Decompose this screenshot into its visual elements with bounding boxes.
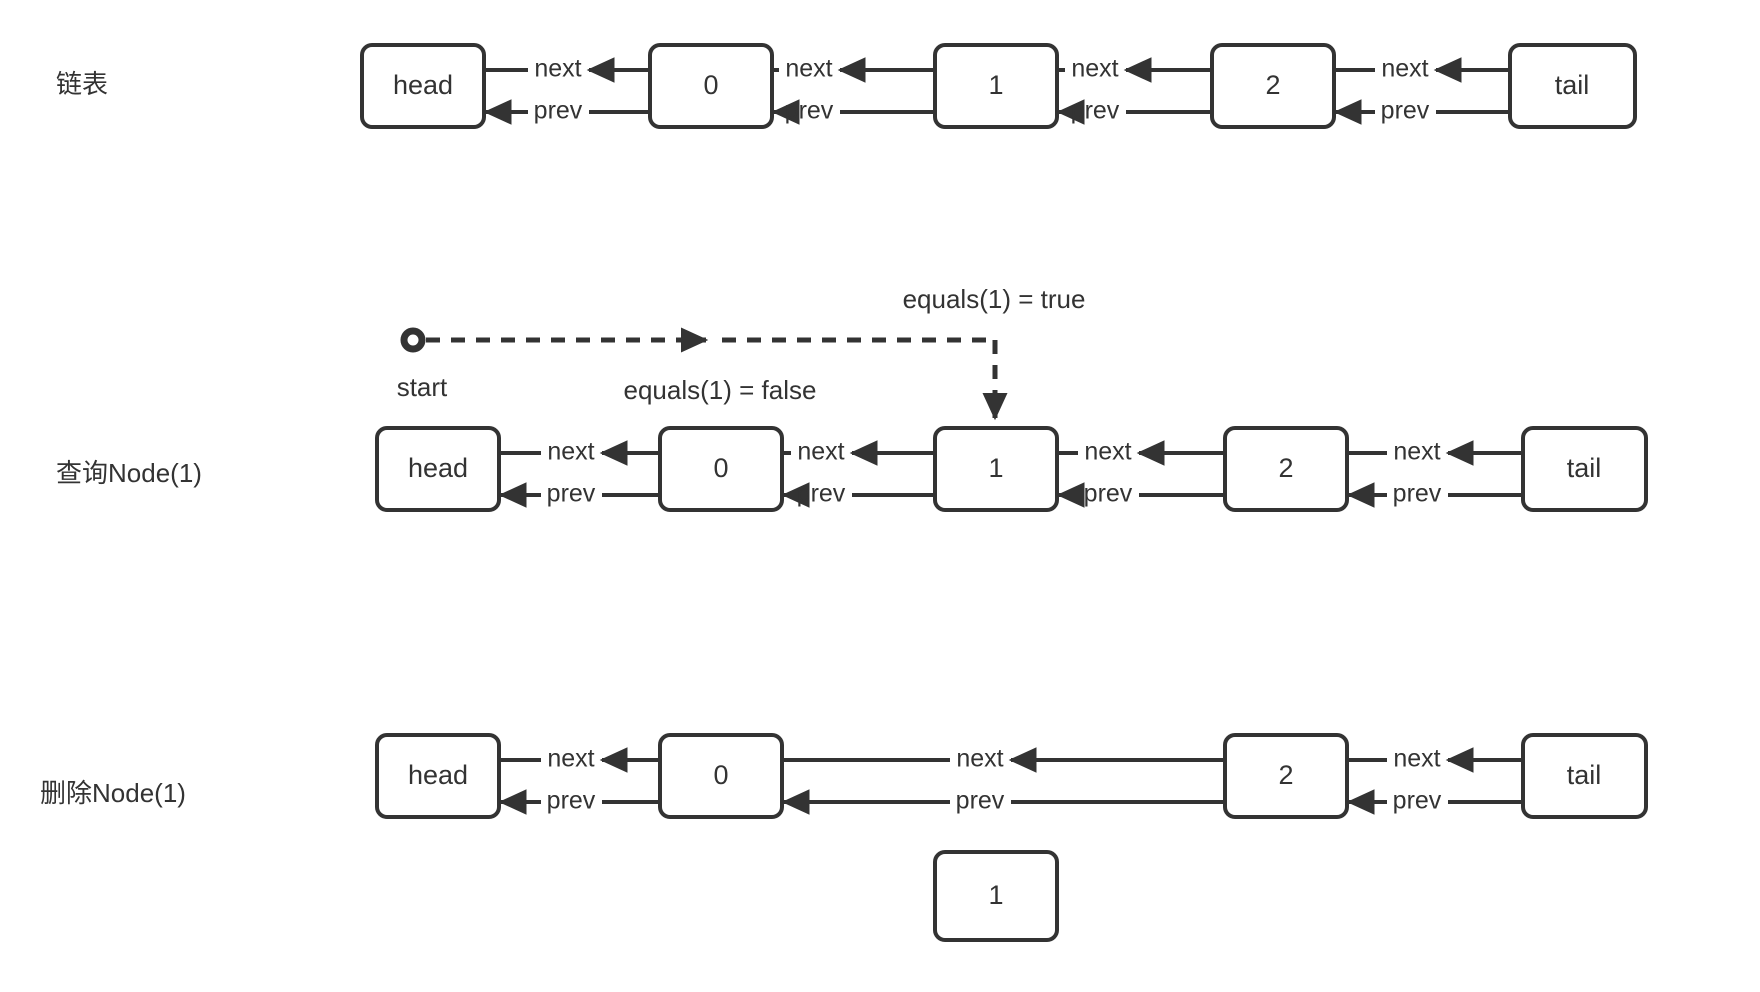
node-box [1521,426,1648,512]
node-text: 0 [713,760,728,790]
row-query-node: 查询Node(1) start equals(1) = false equals… [56,284,1648,512]
node-head-row1: head [360,43,486,129]
edge-1-2-row1: next prev [1056,55,1210,125]
node-box [658,426,784,512]
node-box [1223,733,1349,819]
row-label-query-node: 查询Node(1) [56,458,202,488]
start-point-icon [400,327,426,353]
edge-2-tail-row2: next prev [1346,438,1521,508]
node-text: 0 [713,453,728,483]
edge-label-prev: prev [1381,97,1430,125]
node-text: 2 [1265,70,1280,100]
edge-label-prev: prev [547,787,596,815]
node-box [1508,43,1637,129]
node-text: 0 [703,70,718,100]
node-head-row2: head [375,426,501,512]
node-text: 1 [988,453,1003,483]
edge-1-2-row2: next prev [1056,438,1223,508]
node-box [933,850,1059,942]
node-box [375,733,501,819]
equals-true-label: equals(1) = true [903,284,1086,314]
node-box [1210,43,1336,129]
node-text: tail [1555,70,1590,100]
edge-label-prev: prev [1393,480,1442,508]
node-box [933,43,1059,129]
node-box [648,43,774,129]
traversal-annotation: start equals(1) = false equals(1) = true [397,284,1086,421]
edge-0-1-row2: next prev [781,438,933,508]
edge-label-next: next [547,438,594,466]
edge-label-prev: prev [534,97,583,125]
edge-label-next: next [785,55,832,83]
row-delete-node: 删除Node(1) head 0 2 tail [40,733,1648,942]
node-text: head [408,453,468,483]
node-box [375,426,501,512]
node-text: 1 [988,880,1003,910]
edge-label-next: next [534,55,581,83]
node-2-row3: 2 [1223,733,1349,819]
node-head-row3: head [375,733,501,819]
node-tail-row3: tail [1521,733,1648,819]
node-text: 2 [1278,453,1293,483]
edge-label-prev: prev [785,97,834,125]
edge-label-prev: prev [797,480,846,508]
node-text: 1 [988,70,1003,100]
edge-label-next: next [1381,55,1428,83]
edge-0-2-row3: next prev [781,745,1223,815]
equals-false-label: equals(1) = false [624,375,817,405]
edge-head-0-row1: next prev [483,55,648,125]
edge-2-tail-row3: next prev [1346,745,1521,815]
node-0-row3: 0 [658,733,784,819]
node-detached-1-row3: 1 [933,850,1059,942]
node-box [933,426,1059,512]
node-0-row1: 0 [648,43,774,129]
row-linked-list: 链表 head 0 1 2 ta [56,43,1637,129]
edge-label-next: next [1071,55,1118,83]
node-text: head [408,760,468,790]
node-box [1223,426,1349,512]
edge-label-next: next [1393,745,1440,773]
edge-label-prev: prev [956,787,1005,815]
edge-label-next: next [1393,438,1440,466]
node-1-row2: 1 [933,426,1059,512]
edge-head-0-row3: next prev [498,745,658,815]
node-tail-row2: tail [1521,426,1648,512]
edge-label-next: next [1084,438,1131,466]
node-1-row1: 1 [933,43,1059,129]
edge-label-prev: prev [547,480,596,508]
edge-label-prev: prev [1071,97,1120,125]
edge-label-prev: prev [1084,480,1133,508]
edge-0-1-row1: next prev [771,55,933,125]
edge-label-next: next [797,438,844,466]
node-text: head [393,70,453,100]
node-text: 2 [1278,760,1293,790]
node-2-row2: 2 [1223,426,1349,512]
start-label: start [397,372,448,402]
edge-label-prev: prev [1393,787,1442,815]
row-label-linked-list: 链表 [56,69,108,99]
node-2-row1: 2 [1210,43,1336,129]
edge-label-next: next [956,745,1003,773]
edge-head-0-row2: next prev [498,438,658,508]
row-label-delete-node: 删除Node(1) [40,778,186,808]
node-text: tail [1567,760,1602,790]
node-box [360,43,486,129]
node-text: tail [1567,453,1602,483]
edge-label-next: next [547,745,594,773]
node-box [658,733,784,819]
node-0-row2: 0 [658,426,784,512]
node-box [1521,733,1648,819]
edge-2-tail-row1: next prev [1333,55,1508,125]
node-tail-row1: tail [1508,43,1637,129]
